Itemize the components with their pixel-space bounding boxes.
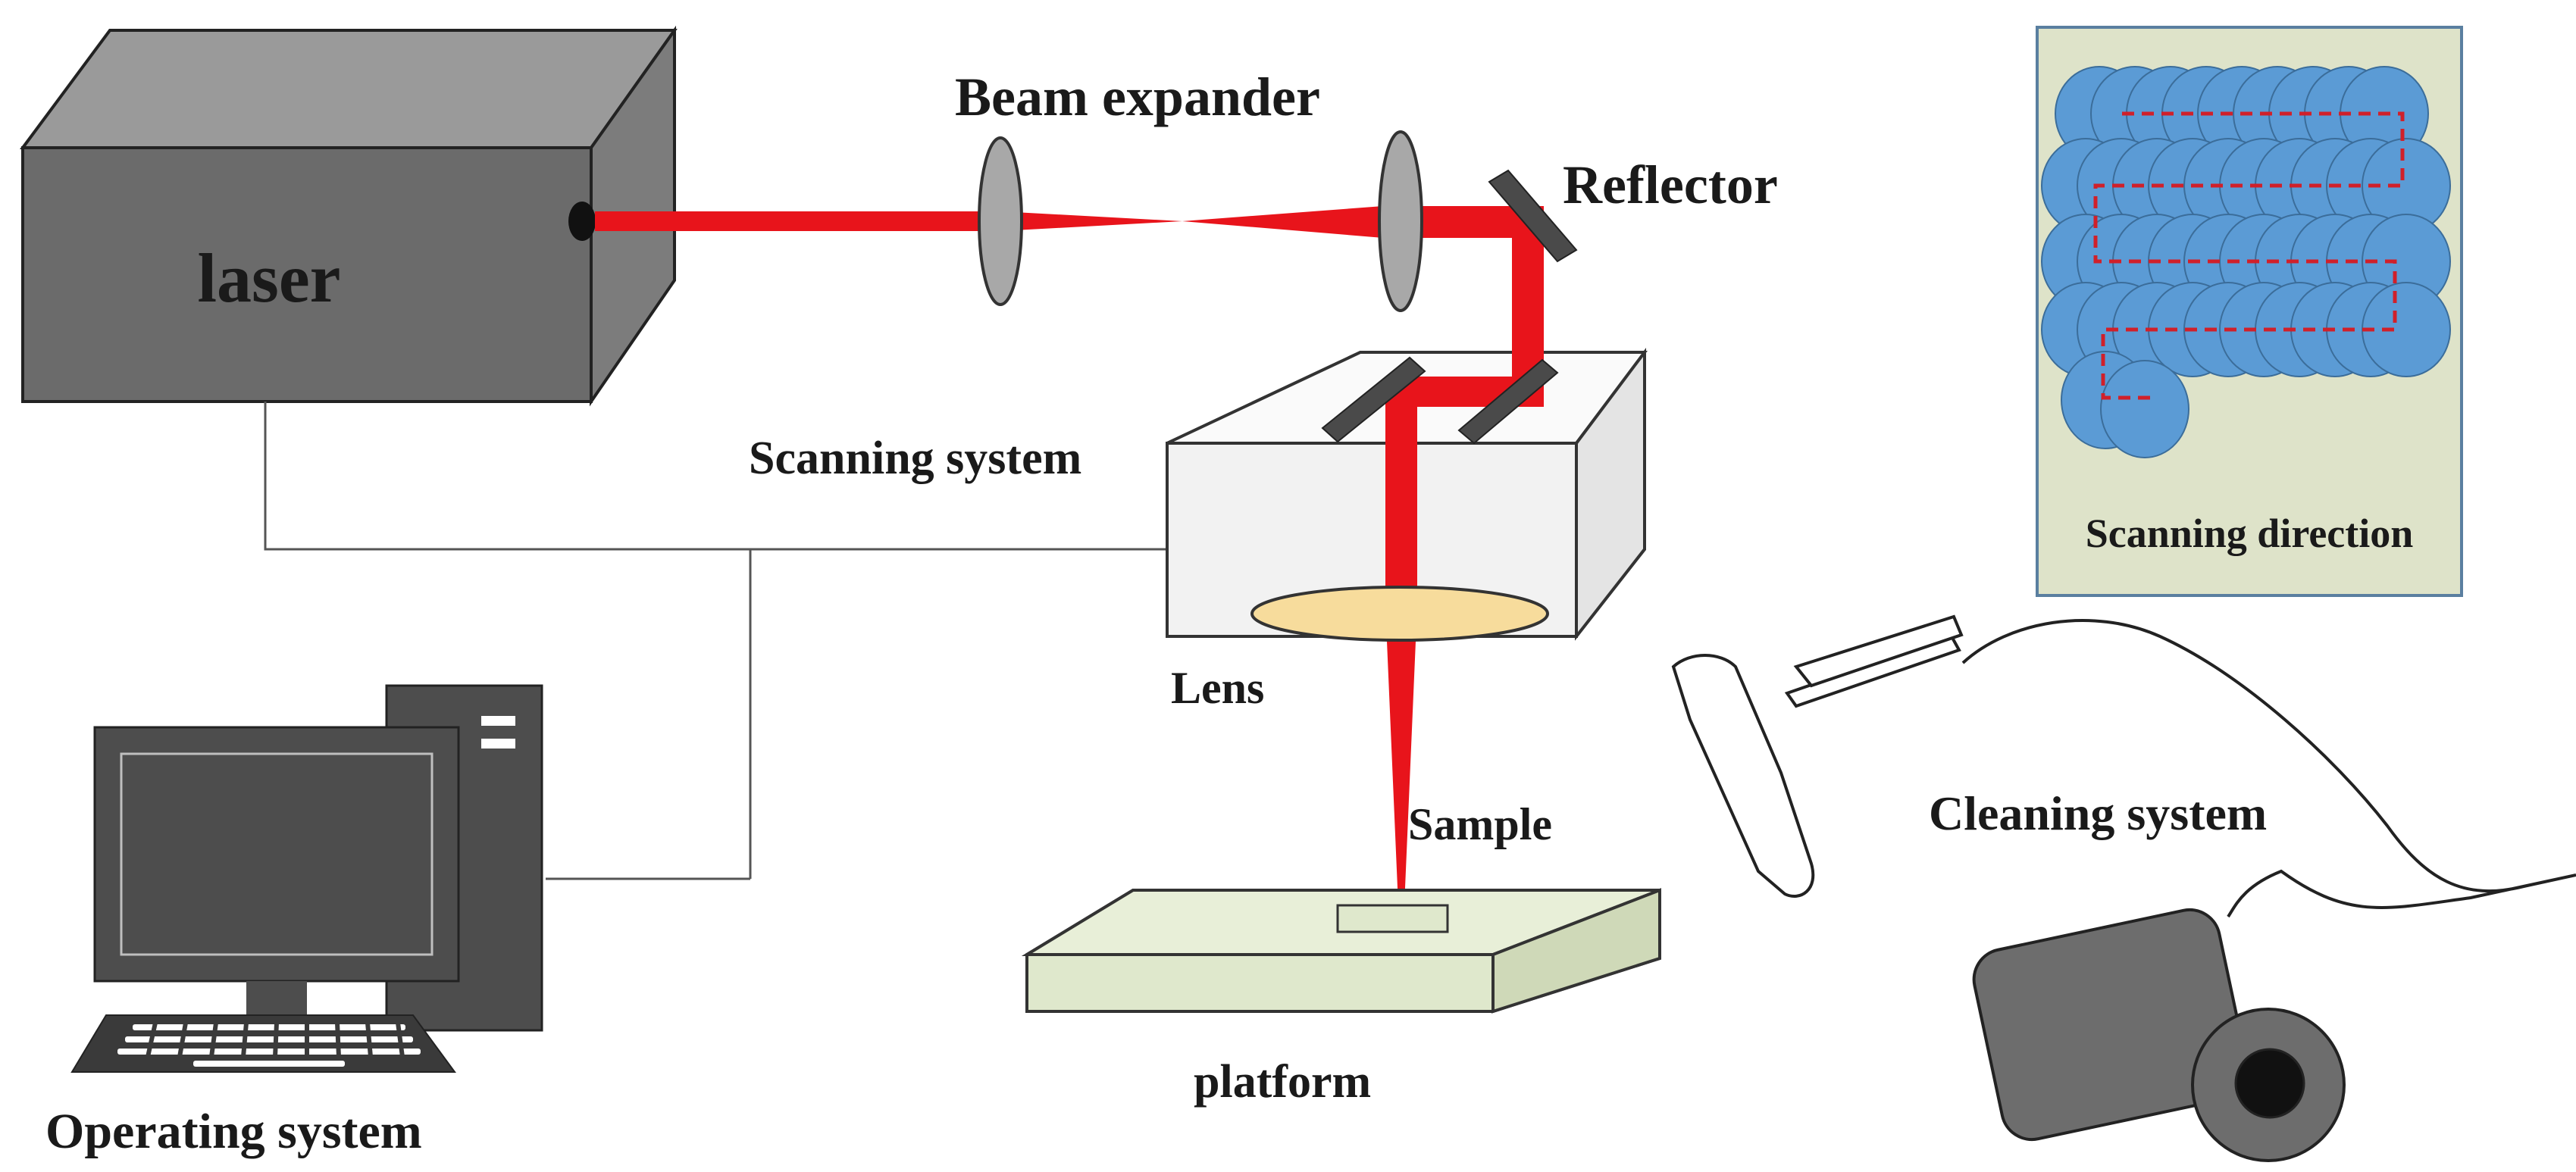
sample-piece <box>1336 904 1449 933</box>
laser-box <box>20 25 678 407</box>
reflector-label: Reflector <box>1563 155 1778 215</box>
expander-lens-2 <box>1378 130 1423 312</box>
platform-label: platform <box>1194 1056 1371 1108</box>
scanning-direction-inset <box>2036 26 2463 597</box>
scanning-mirror-1 <box>1321 356 1426 443</box>
scan-path <box>2093 111 2405 400</box>
laser-aperture <box>568 202 596 241</box>
beam-expander-label: Beam expander <box>955 67 1320 127</box>
laser-label: laser <box>197 239 340 317</box>
sample-label: Sample <box>1408 799 1552 849</box>
focusing-lens <box>1250 586 1549 642</box>
vacuum-hose <box>1961 619 2576 918</box>
scanning-mirror-2 <box>1457 358 1559 445</box>
operating-system-label: Operating system <box>45 1104 422 1159</box>
vacuum-nozzle <box>1671 654 1815 899</box>
reflector-mirror <box>1488 169 1578 263</box>
vacuum-body <box>1972 908 2249 1142</box>
beam-expander-lenses <box>978 130 1423 312</box>
expander-lens-1 <box>978 136 1023 306</box>
beam-segment-input <box>595 211 1182 231</box>
beam-segment-focused <box>1385 606 1417 905</box>
vacuum-cleaner-icon <box>1671 614 2576 1162</box>
laser-spot <box>2362 282 2451 377</box>
computer-icon <box>70 684 543 1073</box>
scanning-system-label: Scanning system <box>749 433 1081 484</box>
connection-wires <box>264 402 1167 880</box>
lens-label: Lens <box>1171 663 1264 713</box>
beam-segment-expanded <box>1182 206 1542 238</box>
scanning-direction-label: Scanning direction <box>2086 511 2414 556</box>
laser-spot <box>2100 360 2189 458</box>
platform <box>1021 888 1661 1014</box>
cleaning-system-label: Cleaning system <box>1929 786 2267 840</box>
